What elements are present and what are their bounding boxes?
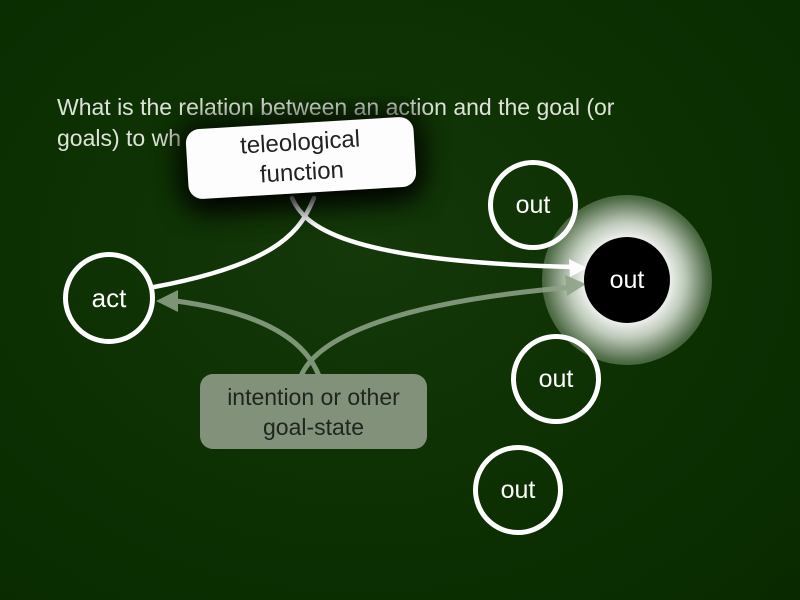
node-act-label: act [91,282,127,313]
goal-box-label: intention or other goal-state [227,383,400,440]
function-box-label: teleological function [239,125,361,189]
node-act: act [63,252,155,344]
arrow-function-to-out [289,195,581,270]
arrow-goal-to-out [298,284,577,379]
node-out-highlighted: out [584,237,670,323]
node-out-highlighted-label: out [609,265,645,294]
function-box: teleological function [185,116,417,200]
arrowhead-goal-to-act [156,290,178,312]
node-out-bottom: out [473,445,563,535]
node-out-top-label: out [515,190,551,219]
node-out-bottom-label: out [500,475,536,504]
slide-title: What is the relation between an action a… [57,94,615,151]
goal-box: intention or other goal-state [200,374,427,449]
arrowhead-goal-to-out [565,275,586,296]
node-out-mid: out [511,334,601,424]
node-out-top: out [488,160,578,250]
node-out-mid-label: out [538,364,574,393]
arrowhead-function-to-out [569,259,587,277]
arrow-function-to-act [151,195,317,290]
arrow-goal-to-act [173,298,322,379]
